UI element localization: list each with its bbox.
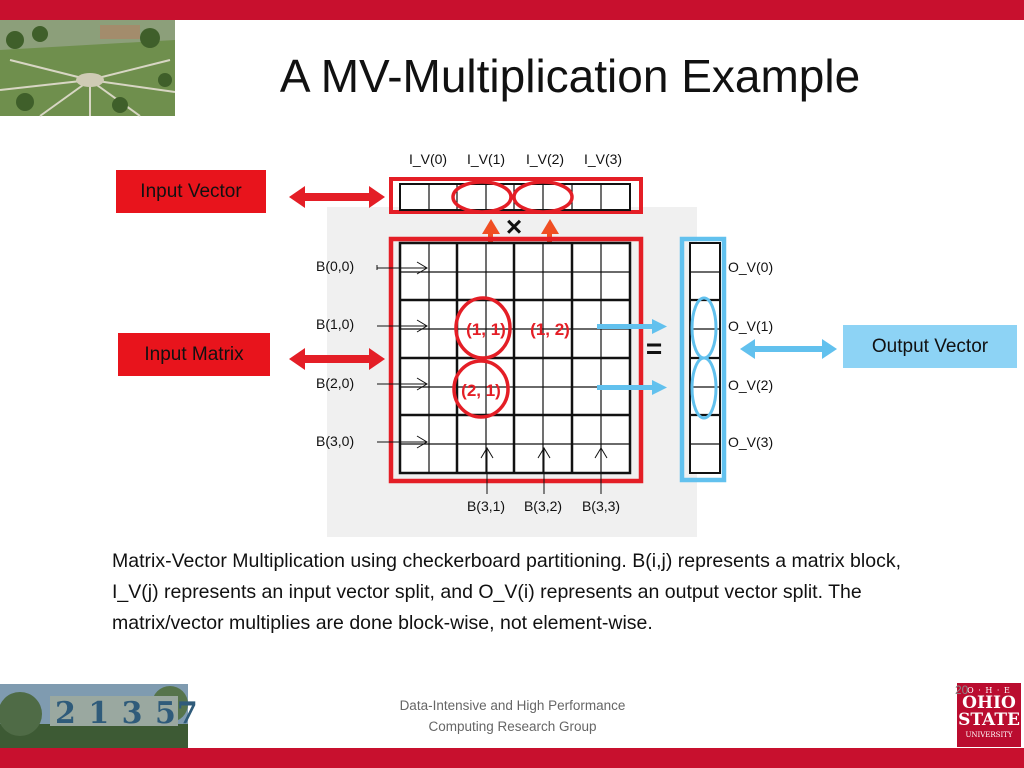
input-vector-label-text: Input Vector [140, 180, 242, 202]
times-symbol: × [506, 211, 522, 242]
osu-logo-state: STATE [958, 710, 1020, 730]
input-matrix-double-arrow [289, 348, 385, 370]
column-block-label: B(3,2) [524, 498, 562, 514]
output-vector-double-arrow [740, 339, 837, 359]
osu-logo-ohio: OHIO [962, 693, 1016, 713]
bottom-accent-bar [0, 748, 1024, 768]
slide-caption: Matrix-Vector Multiplication using check… [112, 550, 901, 634]
output-split-2-highlight [690, 356, 718, 420]
input-vector-double-arrow [289, 186, 385, 208]
slide-title: A MV-Multiplication Example [279, 50, 861, 102]
diagram: I_V(0) I_V(1) I_V(2) I_V(3) × (1 [289, 151, 837, 514]
input-vector-outline [389, 177, 643, 214]
block-label-2-1: (2, 1) [461, 381, 501, 400]
input-vector-cells [399, 183, 631, 211]
block-2-1-highlight [452, 359, 510, 419]
output-vector-grid [679, 236, 727, 483]
column-block-label: B(3,3) [582, 498, 620, 514]
input-split-1-highlight [451, 180, 513, 214]
top-accent-bar [0, 0, 1024, 20]
bottom-photo-numbers: 2 1 3 57 [55, 696, 199, 731]
equals-symbol: = [646, 333, 662, 364]
input-split-2-highlight [512, 180, 574, 214]
campus-photo-art [0, 20, 176, 117]
input-matrix-grid: (1, 1) (1, 2) (2, 1) [388, 236, 644, 484]
page-number: 20 [955, 683, 969, 697]
output-split-label: O_V(2) [728, 377, 773, 393]
row-block-label: B(0,0) [316, 258, 354, 274]
output-vector-outline [679, 236, 727, 483]
campus-photo [0, 20, 176, 117]
osu-logo-top: O · H · E [967, 686, 1011, 695]
block-1-1-highlight [454, 296, 512, 360]
row-block-arrows [376, 261, 428, 449]
row-block-label: B(3,0) [316, 433, 354, 449]
output-split-label: O_V(3) [728, 434, 773, 450]
matrix-to-output-arrows [597, 319, 667, 395]
output-vector-label: Output Vector [843, 325, 1017, 368]
block-label-1-2: (1, 2) [530, 320, 570, 339]
input-split-label: I_V(3) [584, 151, 622, 167]
input-matrix-outline [388, 236, 644, 484]
input-split-label: I_V(0) [409, 151, 447, 167]
footer-line-1: Data-Intensive and High Performance [399, 698, 626, 713]
bottom-photo-art [0, 684, 188, 748]
block-label-1-1: (1, 1) [466, 320, 506, 339]
input-vector-grid [389, 177, 643, 214]
osu-logo: O · H · E OHIO STATE UNIVERSITY [957, 683, 1021, 747]
row-block-label: B(1,0) [316, 316, 354, 332]
output-split-label: O_V(1) [728, 318, 773, 334]
footer-line-2: Computing Research Group [428, 719, 597, 734]
osu-logo-university: UNIVERSITY [965, 731, 1013, 739]
input-split-label: I_V(1) [467, 151, 505, 167]
footer-text: Data-Intensive and High Performance Comp… [330, 695, 695, 737]
input-vector-label: Input Vector [116, 170, 266, 213]
output-vector-label-text: Output Vector [871, 335, 989, 357]
input-split-label: I_V(2) [526, 151, 564, 167]
input-matrix-label: Input Matrix [118, 333, 270, 376]
column-block-label: B(3,1) [467, 498, 505, 514]
output-split-label: O_V(0) [728, 259, 773, 275]
input-matrix-label-text: Input Matrix [144, 343, 244, 365]
bottom-photo: 2 1 3 57 [0, 684, 198, 748]
row-block-label: B(2,0) [316, 375, 354, 391]
column-block-arrows [480, 447, 608, 494]
